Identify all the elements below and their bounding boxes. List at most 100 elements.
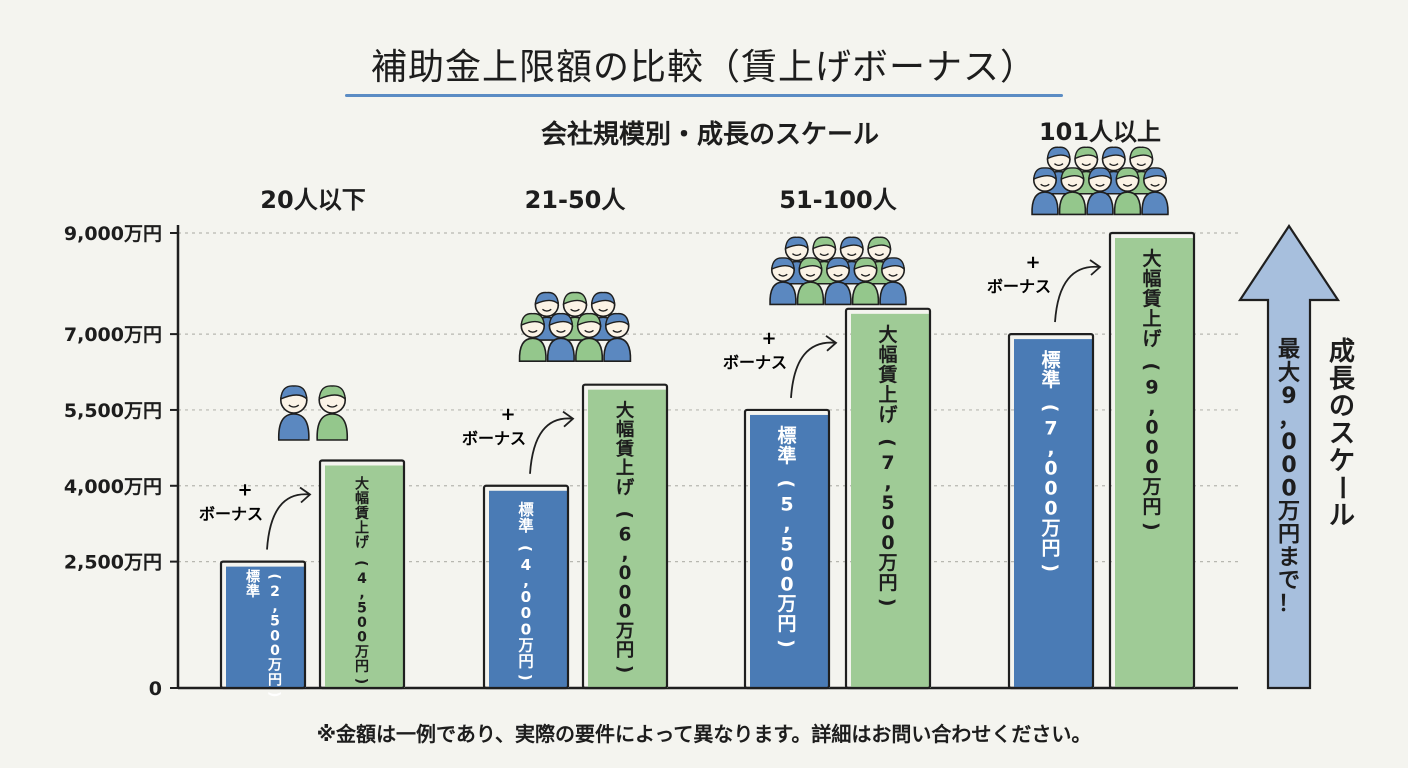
svg-text:準: 準 xyxy=(1041,368,1060,391)
bar-standard xyxy=(489,490,569,688)
svg-text:(: ( xyxy=(876,438,898,447)
svg-text:賃: 賃 xyxy=(615,438,635,460)
svg-text:万: 万 xyxy=(776,593,796,615)
svg-text:0: 0 xyxy=(1044,497,1057,519)
footnote: ※金額は一例であり、実際の要件によって異なります。詳細はお問い合わせください。 xyxy=(316,722,1092,746)
bonus-label: ボーナス xyxy=(723,353,787,372)
svg-text:4: 4 xyxy=(521,556,532,574)
svg-text:0: 0 xyxy=(521,620,532,638)
person-icon xyxy=(518,312,547,362)
bar-standard xyxy=(1014,339,1094,688)
person-icon xyxy=(1086,167,1114,216)
svg-text:5: 5 xyxy=(270,614,280,630)
bar-value-label: 標準(4,000万円) xyxy=(517,501,535,681)
svg-text:0: 0 xyxy=(619,602,632,623)
svg-text:,: , xyxy=(1148,396,1155,418)
svg-text:): ) xyxy=(614,665,635,673)
category-label: 21-50人 xyxy=(525,186,626,214)
svg-text:幅: 幅 xyxy=(878,343,897,366)
svg-text:5: 5 xyxy=(881,492,894,514)
bonus-arrow xyxy=(529,417,574,474)
svg-text:大: 大 xyxy=(355,475,369,492)
svg-text:標: 標 xyxy=(777,424,796,447)
bar-outline xyxy=(743,408,831,690)
svg-text:準: 準 xyxy=(777,444,796,467)
svg-text:0: 0 xyxy=(881,532,894,554)
bar-outline xyxy=(318,459,406,690)
svg-text:賃: 賃 xyxy=(354,505,369,522)
svg-text:万: 万 xyxy=(615,621,634,642)
person-icon xyxy=(546,312,575,362)
bonus-arrow-head xyxy=(1089,259,1102,276)
people-group xyxy=(1031,146,1169,216)
svg-text:0: 0 xyxy=(1044,458,1057,480)
svg-text:標: 標 xyxy=(246,569,260,586)
bar-outline xyxy=(844,307,932,690)
svg-text:0: 0 xyxy=(270,628,280,644)
svg-text:): ) xyxy=(876,598,898,607)
svg-text:,: , xyxy=(272,599,277,615)
bonus-arrow xyxy=(266,493,311,550)
svg-text:0: 0 xyxy=(619,563,632,584)
person-icon xyxy=(851,257,880,306)
svg-text:賃: 賃 xyxy=(877,363,897,386)
svg-text:9: 9 xyxy=(1145,376,1158,398)
bar-large xyxy=(588,389,668,688)
svg-text:ス: ス xyxy=(1329,419,1355,449)
svg-text:(: ( xyxy=(775,480,797,489)
title-underline xyxy=(345,94,1063,97)
svg-text:で: で xyxy=(1278,569,1300,594)
chart-subtitle: 会社規模別・成長のスケール xyxy=(540,120,879,150)
category-label: 101人以上 xyxy=(1039,118,1161,146)
svg-text:7: 7 xyxy=(1044,418,1057,440)
svg-text:0: 0 xyxy=(1281,476,1296,501)
bar-value-label: 標準 xyxy=(246,569,260,601)
person-icon xyxy=(769,257,797,306)
svg-text:幅: 幅 xyxy=(355,490,369,507)
bonus-plus: + xyxy=(1025,252,1040,273)
svg-text:幅: 幅 xyxy=(616,419,634,441)
bonus-arrow-head xyxy=(299,486,312,504)
svg-text:大: 大 xyxy=(878,323,897,346)
svg-text:,: , xyxy=(523,572,529,590)
svg-text:！: ！ xyxy=(1278,592,1300,617)
bonus-plus: + xyxy=(237,480,252,501)
svg-text:円: 円 xyxy=(777,613,796,635)
svg-text:0: 0 xyxy=(357,630,367,646)
svg-text:5: 5 xyxy=(357,600,367,616)
growth-arrow xyxy=(1237,224,1341,690)
person-icon xyxy=(603,312,632,362)
svg-text:円: 円 xyxy=(1041,537,1060,559)
category-label: 51-100人 xyxy=(779,186,896,214)
bonus-arrow xyxy=(1054,265,1101,323)
category-label: 20人以下 xyxy=(260,186,365,214)
bar-value-label: 標準(7,000万円) xyxy=(1039,348,1061,572)
svg-text:げ: げ xyxy=(878,404,898,426)
svg-text:大: 大 xyxy=(1278,361,1300,386)
svg-text:(: ( xyxy=(614,510,635,518)
svg-text:0: 0 xyxy=(357,615,367,631)
svg-text:万: 万 xyxy=(1277,499,1300,524)
bar-standard xyxy=(750,414,830,688)
y-tick-label: 4,000万円 xyxy=(64,476,162,498)
svg-text:): ) xyxy=(1140,522,1162,531)
svg-text:げ: げ xyxy=(1142,328,1162,350)
y-tick-label: 0 xyxy=(149,678,162,700)
svg-text:標: 標 xyxy=(1041,348,1060,371)
svg-text:0: 0 xyxy=(619,582,632,603)
svg-text:円: 円 xyxy=(518,652,533,670)
person-icon xyxy=(1141,167,1169,216)
svg-text:): ) xyxy=(775,639,797,648)
bar-large xyxy=(325,465,405,688)
bonus-label: ボーナス xyxy=(462,429,526,448)
bar-value-label: 標準(5,500万円) xyxy=(775,424,797,648)
svg-text:6: 6 xyxy=(619,524,632,545)
bar-outline xyxy=(1108,231,1196,690)
svg-text:上: 上 xyxy=(616,458,634,479)
svg-text:0: 0 xyxy=(1281,430,1296,455)
svg-text:標: 標 xyxy=(518,501,534,519)
svg-text:万: 万 xyxy=(354,644,369,660)
svg-text:9: 9 xyxy=(1281,384,1296,409)
